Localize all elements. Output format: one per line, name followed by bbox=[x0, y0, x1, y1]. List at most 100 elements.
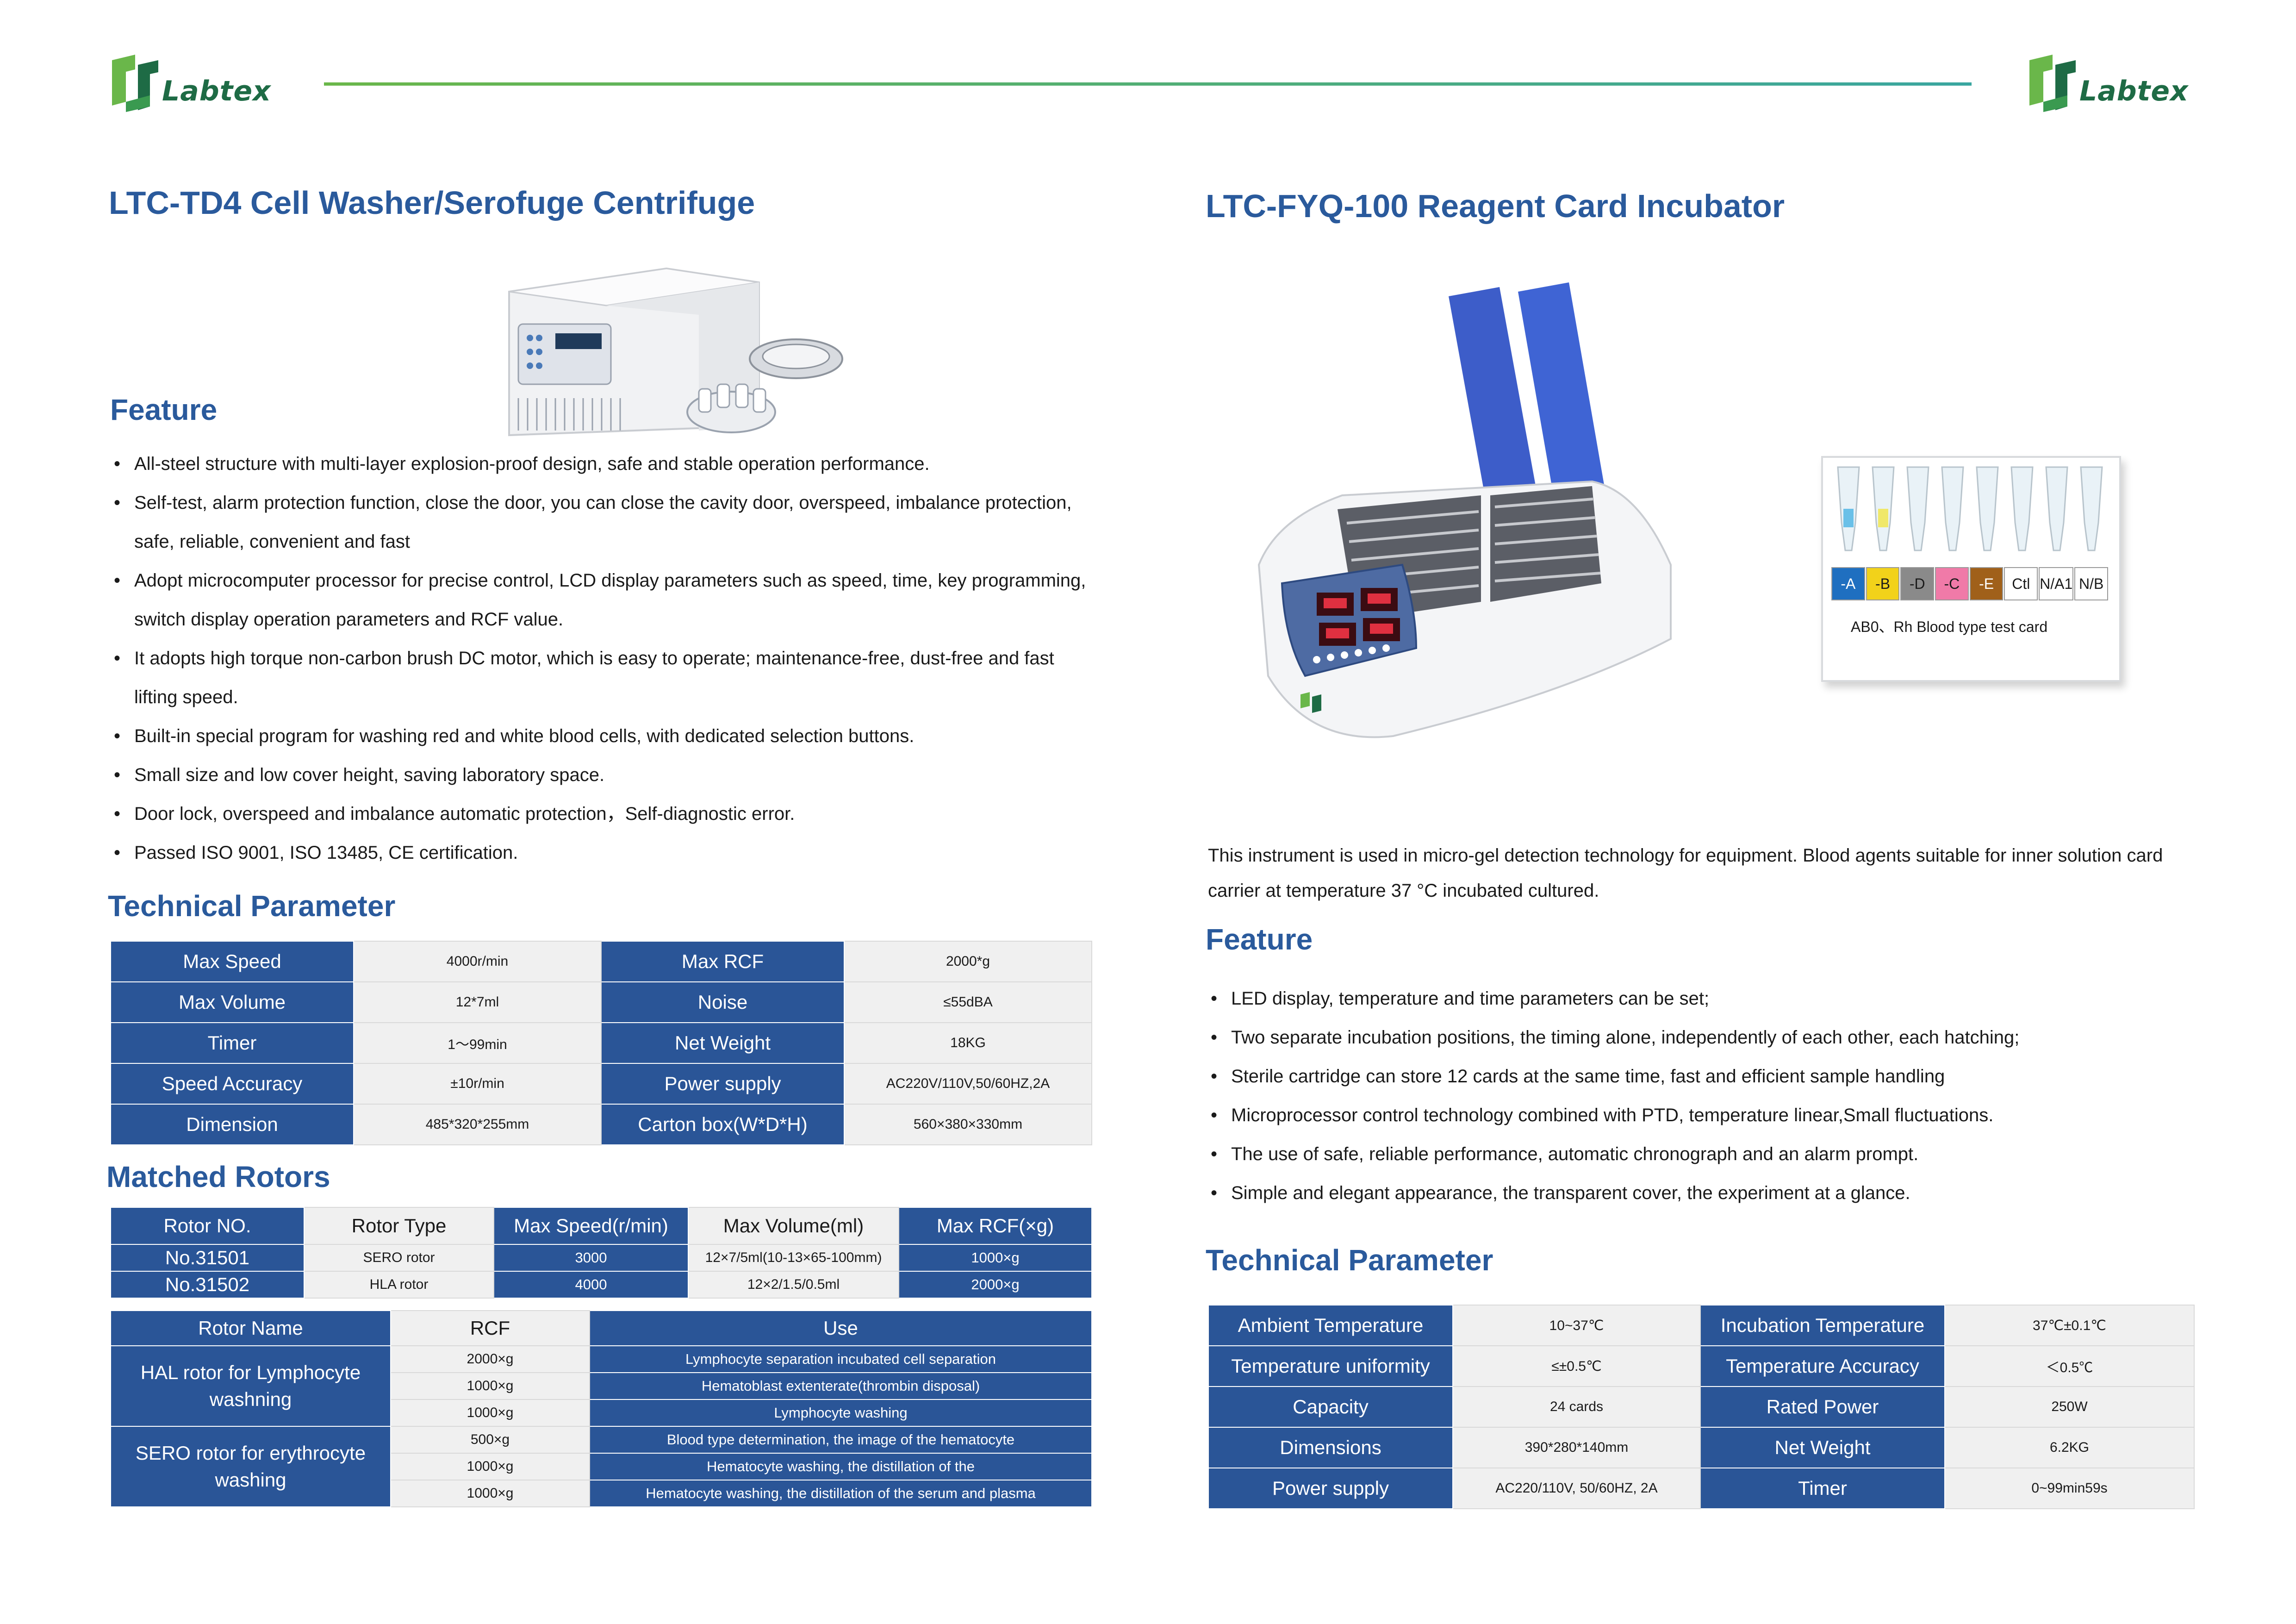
right-product-title: LTC-FYQ-100 Reagent Card Incubator bbox=[1206, 188, 1785, 224]
param-value: 12*7ml bbox=[353, 981, 602, 1023]
param-value: 6.2KG bbox=[1944, 1427, 2195, 1468]
use-description: Lymphocyte washing bbox=[589, 1399, 1092, 1427]
rcf-value: 1000×g bbox=[390, 1372, 590, 1400]
param-name: Timer bbox=[110, 1022, 354, 1064]
card-label: -A bbox=[1831, 567, 1865, 600]
rotor-column-header: Max RCF(×g) bbox=[898, 1207, 1092, 1245]
rotor-cell: 1000×g bbox=[898, 1244, 1092, 1272]
param-name: Timer bbox=[1700, 1468, 1945, 1509]
use-description: Lymphocyte separation incubated cell sep… bbox=[589, 1345, 1092, 1373]
labtex-logo-left: Labtex bbox=[107, 51, 274, 116]
use-description: Hematocyte washing, the distillation of … bbox=[589, 1453, 1092, 1480]
right-feature-heading: Feature bbox=[1206, 923, 1313, 956]
param-name: Max Speed bbox=[110, 941, 354, 982]
feature-item: The use of safe, reliable performance, a… bbox=[1208, 1135, 2226, 1174]
right-feature-list: LED display, temperature and time parame… bbox=[1208, 979, 2226, 1212]
card-label: -C bbox=[1935, 567, 1969, 600]
param-name: Max RCF bbox=[601, 941, 845, 982]
card-label: N/A1 bbox=[2039, 567, 2074, 600]
rotor-cell: No.31501 bbox=[110, 1244, 305, 1272]
param-name: Ambient Temperature bbox=[1208, 1305, 1453, 1346]
param-value: ＜0.5℃ bbox=[1944, 1345, 2195, 1387]
card-label: -E bbox=[1969, 567, 2004, 600]
rotor-cell: HLA rotor bbox=[304, 1271, 494, 1299]
feature-item: Sterile cartridge can store 12 cards at … bbox=[1208, 1057, 2226, 1096]
use-column-header: RCF bbox=[390, 1310, 590, 1346]
rotor-cell: SERO rotor bbox=[304, 1244, 494, 1272]
left-tech-heading: Technical Parameter bbox=[108, 889, 396, 923]
brand-wordmark: Labtex bbox=[162, 75, 271, 107]
card-label: Ctl bbox=[2004, 567, 2038, 600]
param-value: 24 cards bbox=[1452, 1386, 1701, 1428]
param-value: AC220/110V, 50/60HZ, 2A bbox=[1452, 1468, 1701, 1509]
param-value: ±10r/min bbox=[353, 1063, 602, 1105]
rcf-value: 1000×g bbox=[390, 1399, 590, 1427]
use-description: Hematoblast extenterate(thrombin disposa… bbox=[589, 1372, 1092, 1400]
card-label: -D bbox=[1900, 567, 1935, 600]
rotor-cell: 12×2/1.5/0.5ml bbox=[688, 1271, 899, 1299]
feature-item: Simple and elegant appearance, the trans… bbox=[1208, 1174, 2226, 1212]
rcf-value: 2000×g bbox=[390, 1345, 590, 1373]
left-feature-list: All-steel structure with multi-layer exp… bbox=[111, 444, 1101, 872]
param-value: 1〜99min bbox=[353, 1022, 602, 1064]
param-value: AC220V/110V,50/60HZ,2A bbox=[844, 1063, 1092, 1105]
gel-tubes-icon bbox=[1837, 466, 2103, 551]
param-value: 37℃±0.1℃ bbox=[1944, 1305, 2195, 1346]
card-label: N/B bbox=[2074, 567, 2108, 600]
use-description: Hematocyte washing, the distillation of … bbox=[589, 1480, 1092, 1507]
rcf-value: 1000×g bbox=[390, 1480, 590, 1507]
param-value: 10~37℃ bbox=[1452, 1305, 1701, 1346]
param-value: 0~99min59s bbox=[1944, 1468, 2195, 1509]
labtex-mark-icon bbox=[112, 55, 158, 112]
param-value: 390*280*140mm bbox=[1452, 1427, 1701, 1468]
param-value: ≤55dBA bbox=[844, 981, 1092, 1023]
param-name: Dimensions bbox=[1208, 1427, 1453, 1468]
card-label: -B bbox=[1866, 567, 1900, 600]
param-name: Noise bbox=[601, 981, 845, 1023]
rotor-cell: 2000×g bbox=[898, 1271, 1092, 1299]
header-divider bbox=[324, 82, 1972, 86]
labtex-logo-right: Labtex bbox=[2025, 51, 2191, 116]
feature-item: Adopt microcomputer processor for precis… bbox=[111, 561, 1101, 639]
feature-item: Self-test, alarm protection function, cl… bbox=[111, 483, 1101, 561]
rotor-column-header: Max Volume(ml) bbox=[688, 1207, 899, 1245]
right-intro: This instrument is used in micro-gel det… bbox=[1208, 845, 2163, 901]
rotor-cell: 3000 bbox=[493, 1244, 689, 1272]
param-value: ≤±0.5℃ bbox=[1452, 1345, 1701, 1387]
param-name: Net Weight bbox=[1700, 1427, 1945, 1468]
right-tech-heading: Technical Parameter bbox=[1206, 1243, 1493, 1277]
param-name: Power supply bbox=[601, 1063, 845, 1105]
param-name: Capacity bbox=[1208, 1386, 1453, 1428]
param-name: Dimension bbox=[110, 1104, 354, 1145]
rotor-column-header: Rotor NO. bbox=[110, 1207, 305, 1245]
feature-item: Passed ISO 9001, ISO 13485, CE certifica… bbox=[111, 833, 1101, 872]
feature-item: Two separate incubation positions, the t… bbox=[1208, 1018, 2226, 1057]
rcf-value: 500×g bbox=[390, 1426, 590, 1454]
rotor-name: SERO rotor for erythrocyte washing bbox=[110, 1426, 391, 1507]
rotor-column-header: Max Speed(r/min) bbox=[493, 1207, 689, 1245]
use-column-header: Rotor Name bbox=[110, 1310, 391, 1346]
param-name: Power supply bbox=[1208, 1468, 1453, 1509]
param-value: 4000r/min bbox=[353, 941, 602, 982]
rotor-cell: 4000 bbox=[493, 1271, 689, 1299]
param-name: Speed Accuracy bbox=[110, 1063, 354, 1105]
